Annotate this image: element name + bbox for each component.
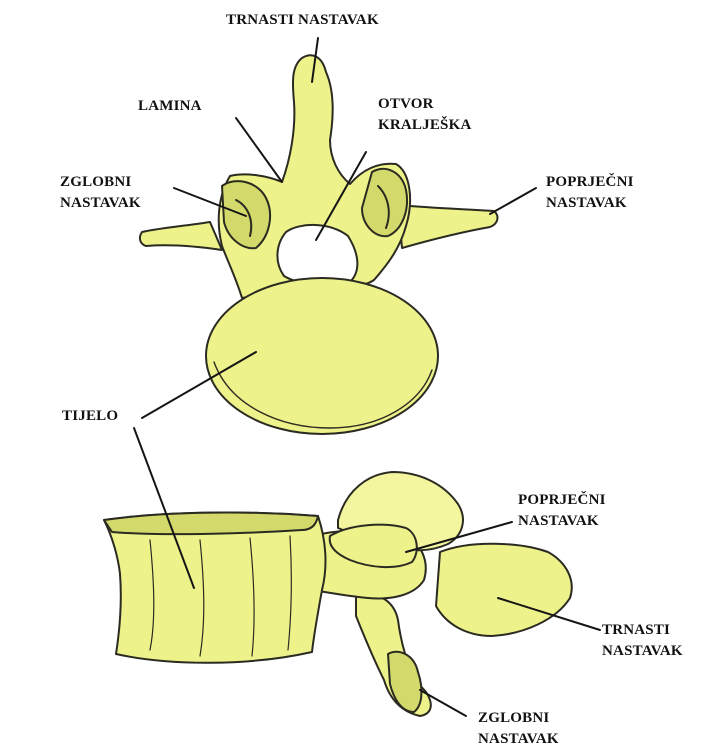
label-vertebral-foramen: OTVOR KRALJEŠKA [378,94,472,136]
leader-poprjecni-top [490,188,536,214]
label-articular-process-side: ZGLOBNI NASTAVAK [478,708,559,750]
label-spinous-process-top: TRNASTI NASTAVAK [226,10,379,31]
top-left-transverse-process [140,222,222,250]
label-spinous-process-side: TRNASTI NASTAVAK [602,620,683,662]
label-body: TIJELO [62,406,118,427]
side-view-vertebra [104,472,572,716]
label-transverse-process-top: POPRJEČNI NASTAVAK [546,172,634,214]
side-vertebral-body [104,513,325,663]
top-vertebral-body [206,278,438,434]
label-articular-process-top: ZGLOBNI NASTAVAK [60,172,141,214]
label-lamina: LAMINA [138,96,202,117]
top-right-transverse-process [398,205,497,248]
leader-lamina [236,118,282,182]
side-spinous-process [436,544,572,636]
label-transverse-process-side: POPRJEČNI NASTAVAK [518,490,606,532]
